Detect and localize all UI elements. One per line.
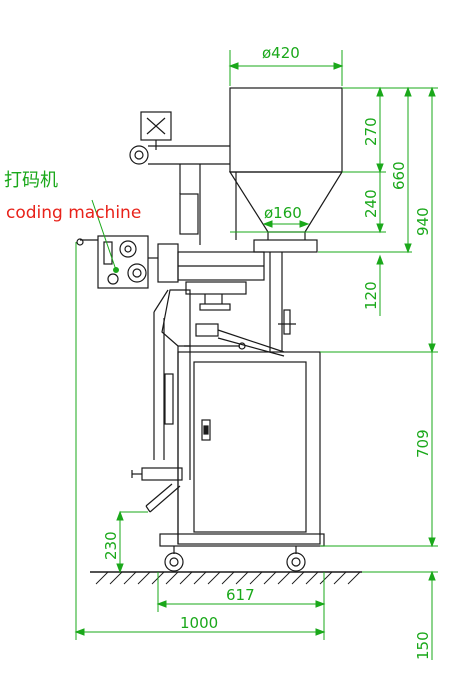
dimension-labels: ø420 ø160 1000 617 270 240 120 660 940 7…: [102, 44, 432, 660]
ground-line: [90, 571, 362, 585]
dim-cone-height: 240: [362, 189, 380, 218]
dim-overall-width: 1000: [180, 614, 218, 632]
dim-hopper-total: 660: [390, 161, 408, 190]
cabinet: [159, 351, 325, 547]
coding-machine-unit: [76, 235, 179, 289]
dimension-lines: [74, 50, 438, 660]
dim-wheelbase: 617: [226, 586, 255, 604]
dim-chute-height: 230: [102, 531, 120, 560]
hopper: [228, 87, 344, 253]
film-roll-frame: [129, 111, 230, 245]
coding-machine-label-cn: 打码机: [4, 170, 58, 191]
dim-machine-top-total: 940: [414, 207, 432, 236]
machine-outline: [76, 87, 362, 585]
discharge-chute: [131, 467, 183, 513]
dim-hopper-height: 270: [362, 117, 380, 146]
dim-hopper-top-diameter: ø420: [262, 44, 300, 62]
dim-base-height: 150: [414, 631, 432, 660]
casters: [164, 546, 306, 572]
dim-hopper-outlet-diameter: ø160: [264, 204, 302, 222]
dim-cabinet-height: 709: [414, 429, 432, 458]
forming-tube: [153, 289, 285, 480]
coding-machine-label-en: coding machine: [6, 203, 141, 223]
dosing-disc: [177, 251, 296, 352]
dim-neck-height: 120: [362, 281, 380, 310]
